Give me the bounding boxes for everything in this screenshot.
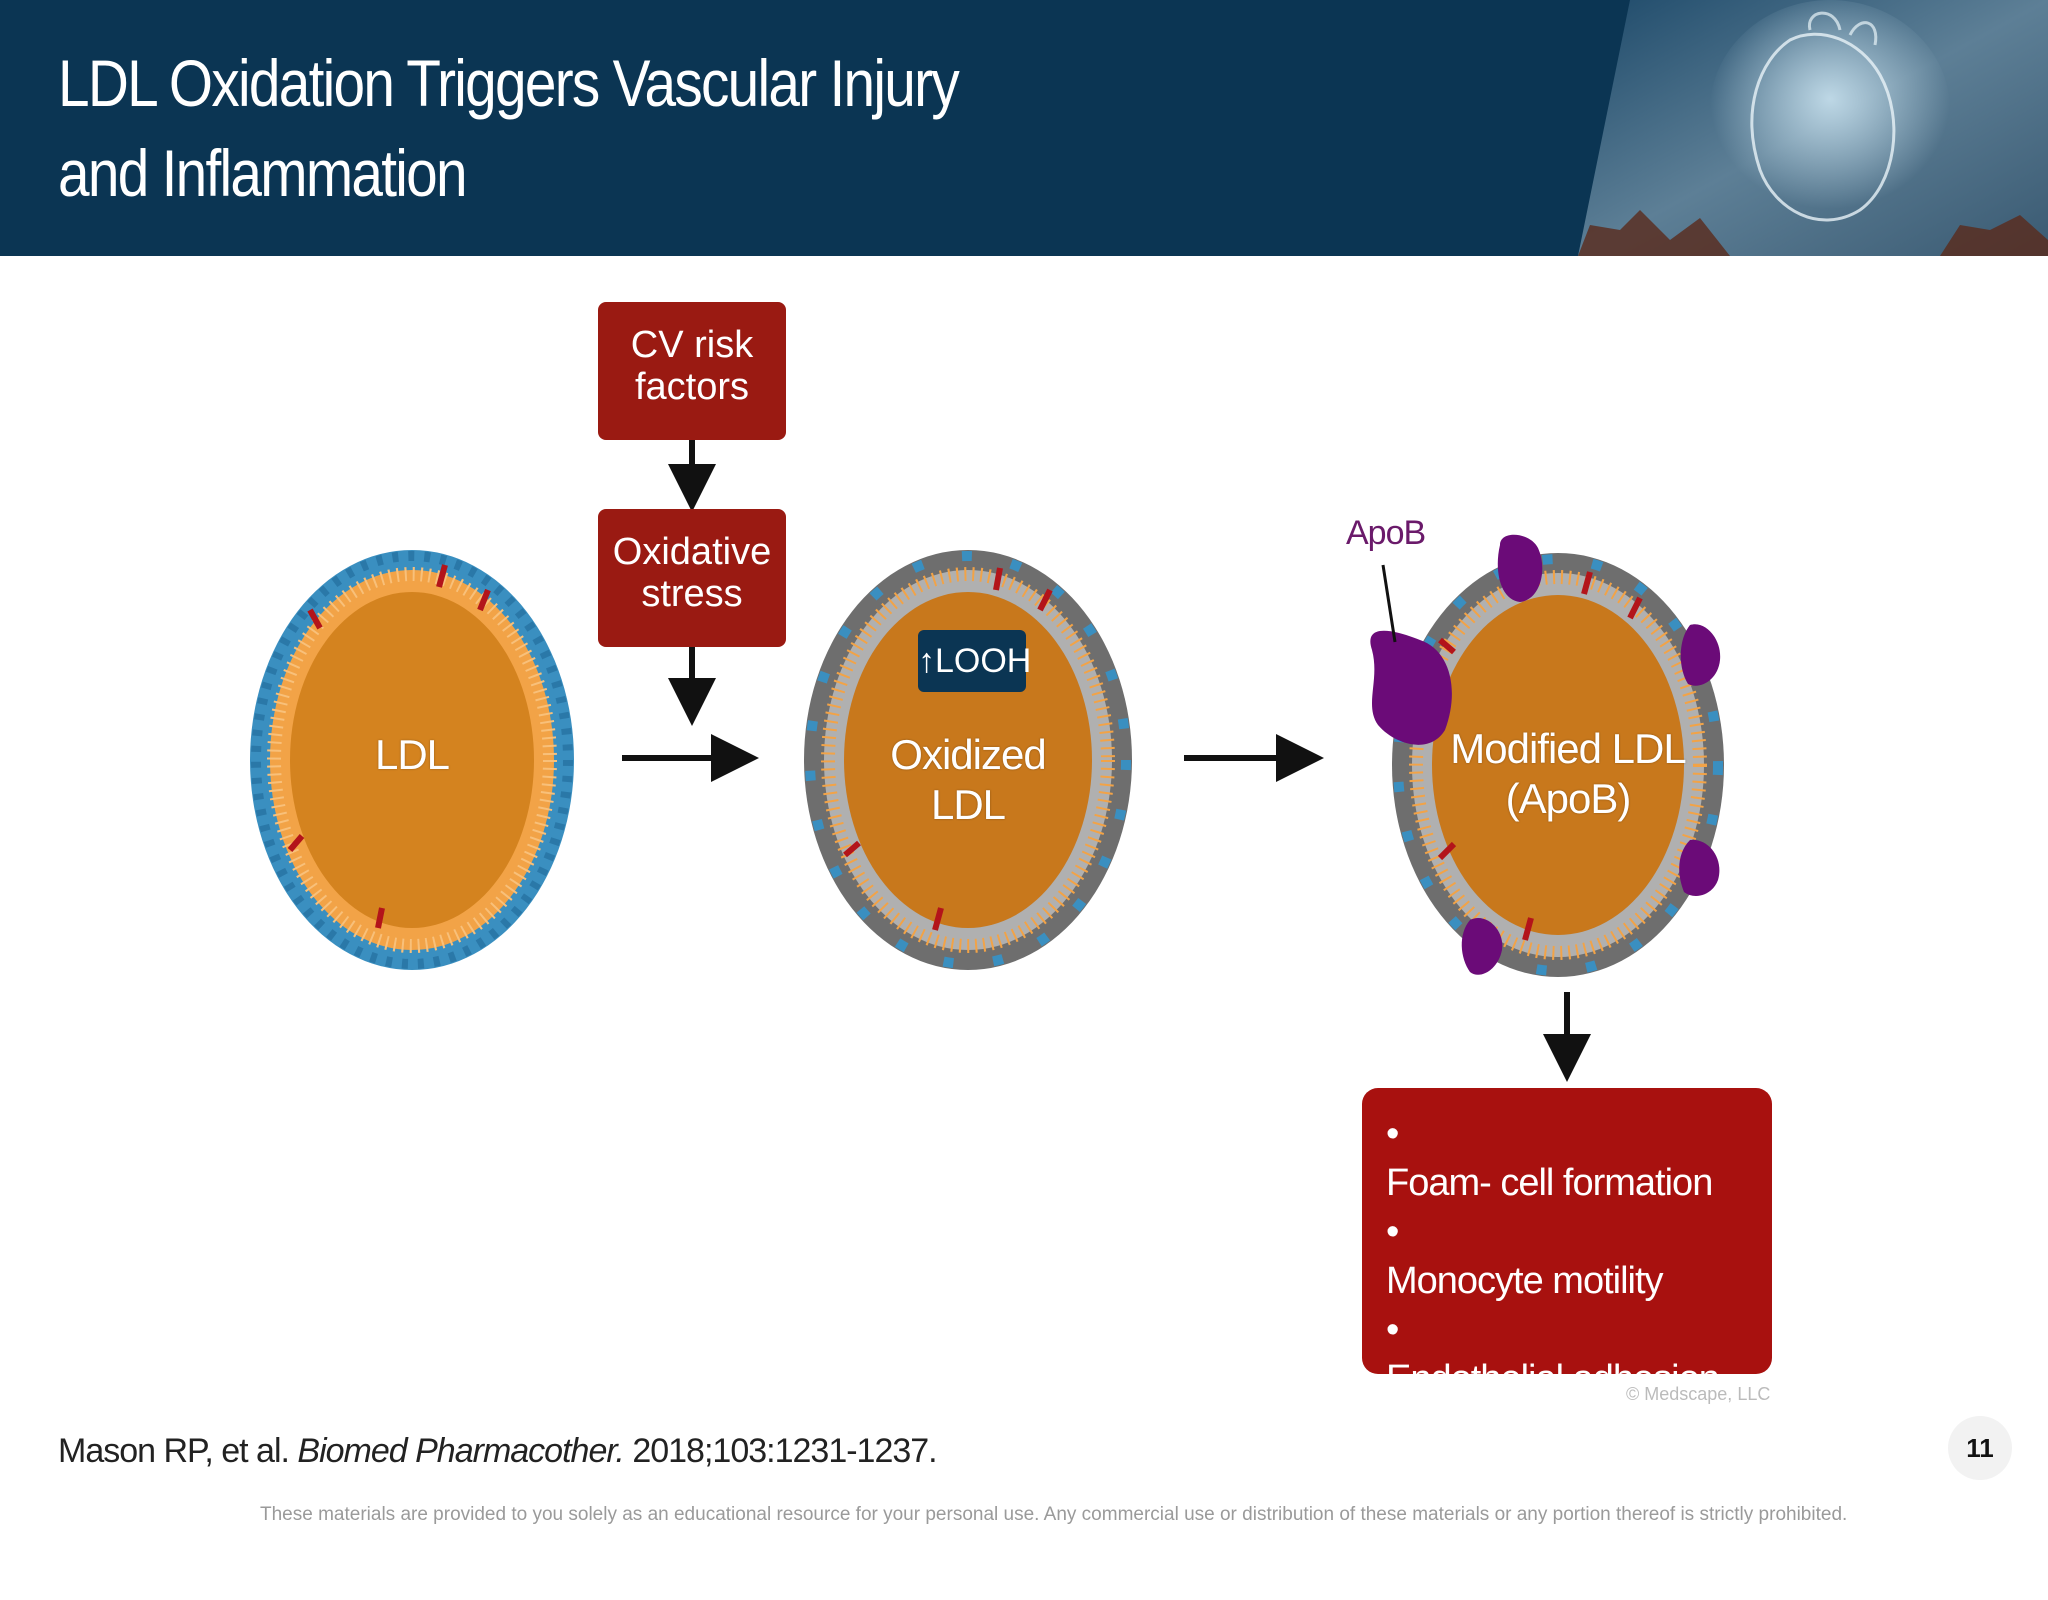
ldl-particle	[250, 550, 574, 970]
looh-label: LOOH	[935, 642, 1032, 680]
cv-risk-line-2: factors	[634, 366, 750, 408]
citation-details: 2018;103:1231-1237.	[632, 1432, 937, 1470]
ldl-oxidation-diagram	[250, 440, 1724, 1082]
up-arrow-icon: ↑	[918, 642, 935, 680]
bullet-icon: •	[1386, 1211, 1399, 1253]
oxidized-ldl-particle	[804, 550, 1132, 970]
effect-text: Free-radical production	[1386, 1456, 1755, 1498]
modified-line-1: Modified LDL	[1450, 725, 1686, 772]
effects-box: • Foam- cell formation • Monocyte motility…	[1362, 1088, 1772, 1596]
oxidative-line-2: stress	[641, 573, 743, 615]
apob-label: ApoB	[1346, 514, 1426, 552]
bullet-icon: •	[1386, 1113, 1399, 1155]
copyright-notice: © Medscape, LLC	[1626, 1384, 1771, 1404]
effect-item: • Endothelial adhesion	[1386, 1306, 1772, 1404]
oxidative-line-1: Oxidative	[612, 531, 772, 573]
effect-text: Endothelial adhesion	[1386, 1358, 1720, 1400]
apob-protein	[1370, 630, 1452, 745]
citation: Mason RP, et al. Biomed Pharmacother. 20…	[58, 1432, 938, 1471]
slide-header: LDL Oxidation Triggers Vascular Injury a…	[0, 0, 2048, 256]
effect-item: • Monocyte motility	[1386, 1208, 1772, 1306]
oxidized-line-1: Oxidized	[890, 731, 1046, 778]
bullet-icon: •	[1386, 1407, 1399, 1449]
disclaimer: These materials are provided to you sole…	[260, 1504, 1848, 1525]
oxidized-line-2: LDL	[930, 781, 1006, 828]
ldl-label: LDL	[374, 731, 450, 778]
effect-item: • Foam- cell formation	[1386, 1110, 1772, 1208]
oxidized-ldl-label: Oxidized LDL	[868, 730, 1068, 830]
cv-risk-line-1: CV risk	[630, 324, 754, 366]
effect-text: Monocyte motility	[1386, 1260, 1664, 1302]
effect-item: • Free-radical production	[1386, 1404, 1772, 1502]
citation-authors: Mason RP, et al.	[58, 1432, 290, 1470]
page-title: LDL Oxidation Triggers Vascular Injury a…	[58, 38, 1262, 218]
modified-ldl-label: Modified LDL (ApoB)	[1438, 724, 1698, 824]
citation-journal: Biomed Pharmacother.	[297, 1432, 624, 1470]
bullet-icon: •	[1386, 1309, 1399, 1351]
modified-line-2: (ApoB)	[1505, 775, 1632, 822]
modified-ldl-particle	[1370, 534, 1724, 977]
heart-illustration	[1578, 0, 2048, 256]
effect-text: Plaque instability	[1386, 1554, 1654, 1596]
looh-badge: ↑LOOH	[918, 630, 1031, 692]
title-line-2: and Inflammation	[58, 136, 468, 210]
effects-list: • Foam- cell formation • Monocyte motility…	[1386, 1110, 1772, 1600]
title-line-1: LDL Oxidation Triggers Vascular Injury	[58, 46, 960, 120]
page-number: 11	[1948, 1416, 2012, 1480]
effect-text: Foam- cell formation	[1386, 1162, 1713, 1204]
oxidative-stress-box: Oxidative stress	[598, 509, 786, 647]
cv-risk-factors-box: CV risk factors	[598, 302, 786, 440]
